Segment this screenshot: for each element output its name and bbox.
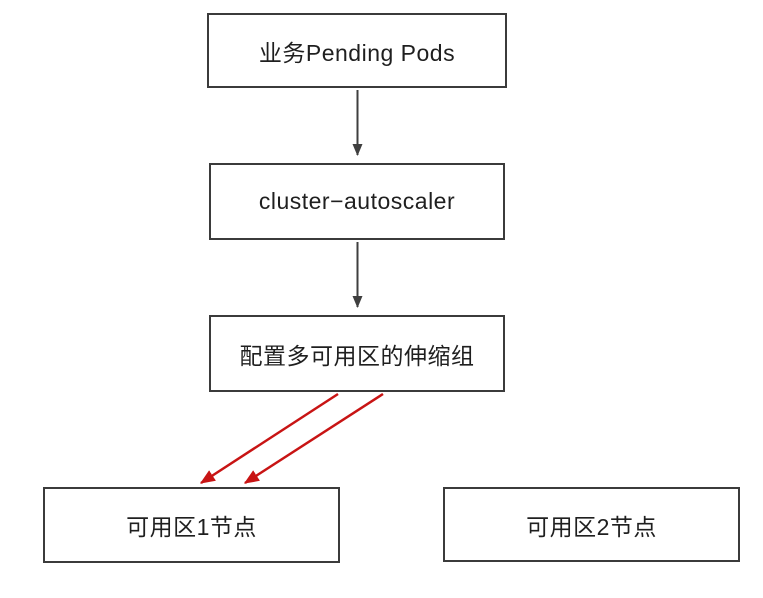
node-az1-nodes: 可用区1节点 xyxy=(43,487,340,563)
node-multi-az-scaling-group: 配置多可用区的伸缩组 xyxy=(209,315,505,392)
node-cluster-autoscaler: cluster−autoscaler xyxy=(209,163,505,240)
arrow-scalegroup-to-az1-second xyxy=(243,392,384,485)
node-pending-pods: 业务Pending Pods xyxy=(207,13,507,88)
node-az2-nodes: 可用区2节点 xyxy=(443,487,740,562)
arrow-scalegroup-to-az1-first xyxy=(199,392,339,485)
